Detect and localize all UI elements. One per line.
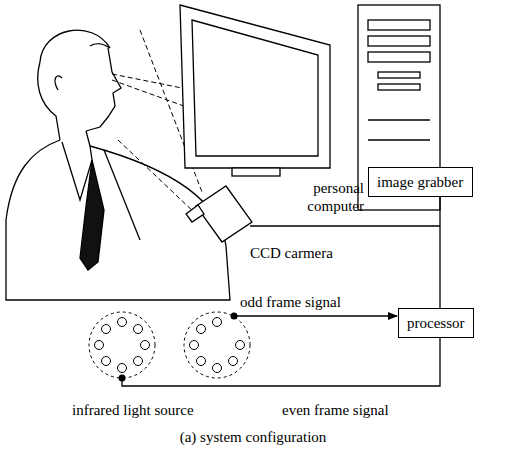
signal-wire xyxy=(122,226,440,386)
signal-wire xyxy=(439,197,440,308)
box-label: processor xyxy=(407,314,465,332)
computer-label: personal computer xyxy=(272,179,364,215)
infrared-light-source xyxy=(89,312,250,382)
camera-label: CCD carmera xyxy=(250,244,333,262)
signal-label: even frame signal xyxy=(282,401,389,419)
source-label: infrared light source xyxy=(72,401,194,419)
box-label: image grabber xyxy=(377,173,464,191)
signal-label: odd frame signal xyxy=(240,293,341,311)
image-grabber-box: image grabber xyxy=(368,167,473,197)
monitor xyxy=(180,5,330,176)
caption: (a) system configuration xyxy=(0,428,506,446)
processor-box: processor xyxy=(398,308,474,338)
ccd-camera xyxy=(186,186,252,242)
